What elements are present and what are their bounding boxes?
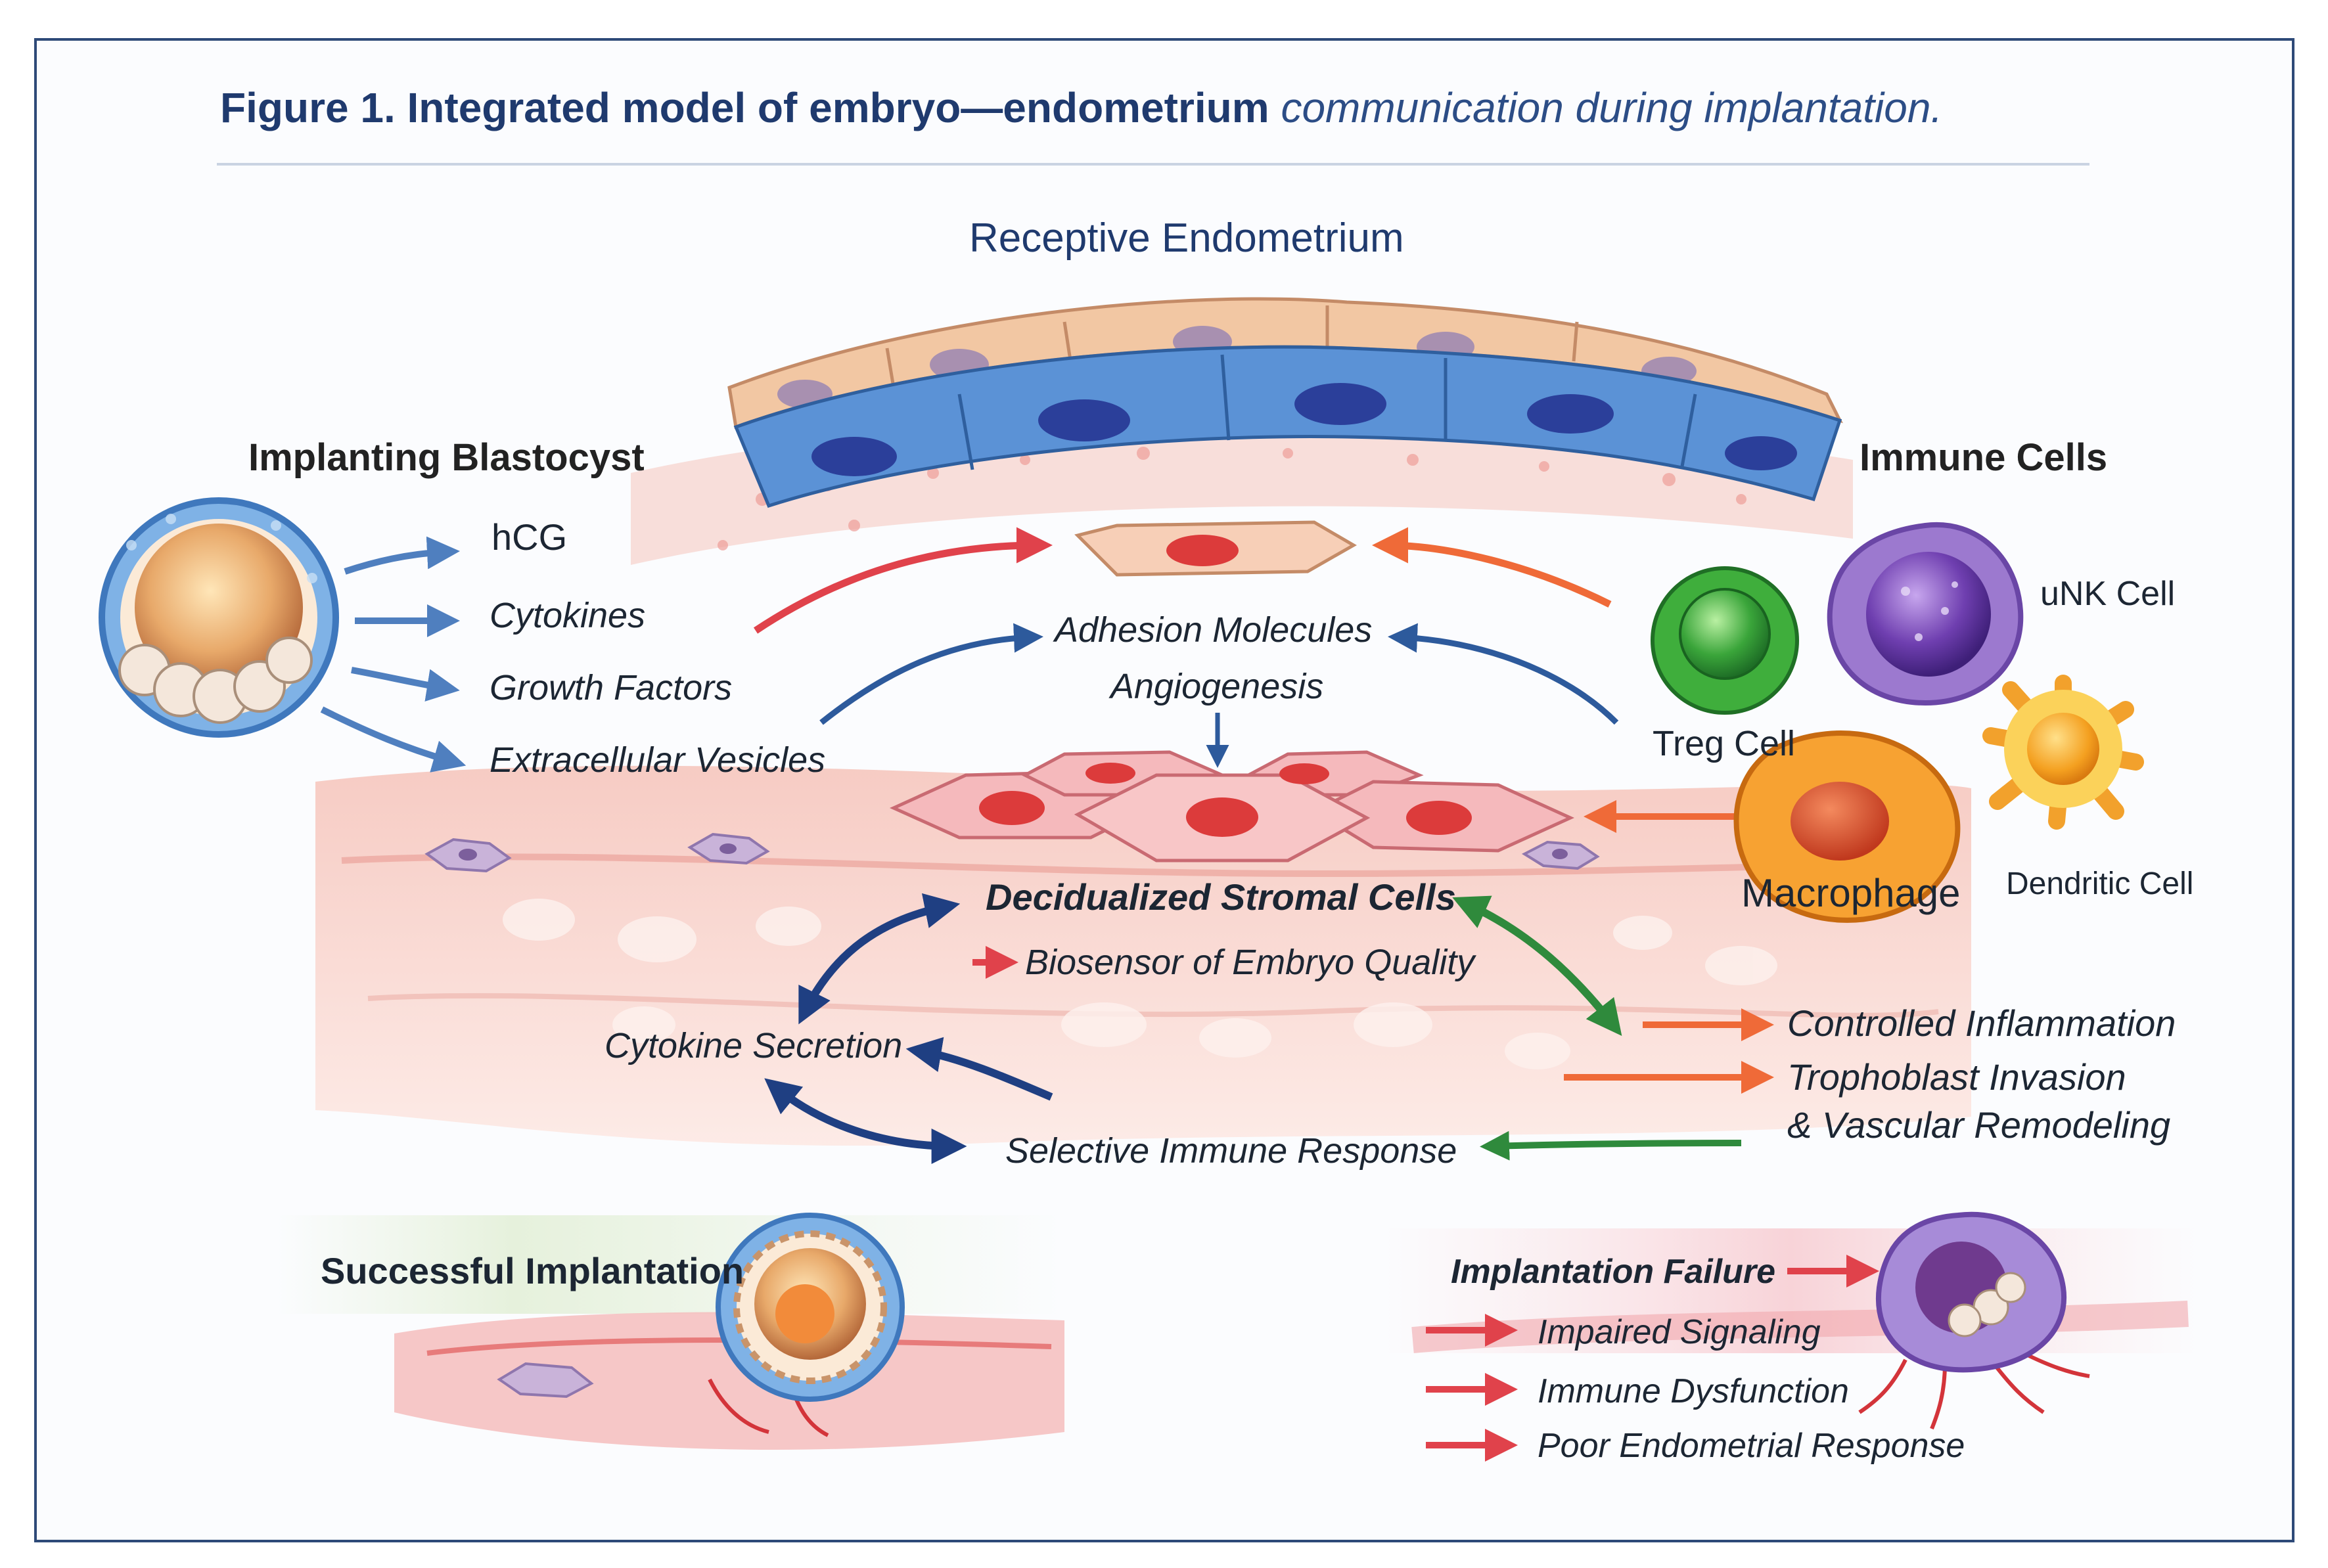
treg-cell-illustration bbox=[1651, 566, 1799, 715]
macrophage-illustration bbox=[1733, 730, 1961, 923]
signal-cytokines: Cytokines bbox=[490, 596, 646, 635]
label-decidualized-stromal-cells: Decidualized Stromal Cells bbox=[986, 876, 1456, 918]
label-cytokine-secretion: Cytokine Secretion bbox=[605, 1026, 903, 1065]
label-selective-immune-response: Selective Immune Response bbox=[1005, 1131, 1457, 1171]
label-trophoblast-invasion: Trophoblast Invasion bbox=[1787, 1056, 2126, 1098]
label-implantation-failure: Implantation Failure bbox=[1451, 1253, 1776, 1291]
header-implanting-blastocyst: Implanting Blastocyst bbox=[248, 436, 645, 479]
signal-hcg: hCG bbox=[491, 516, 568, 558]
arrow-vesicles-to-adhesion bbox=[819, 623, 1043, 725]
label-angiogenesis: Angiogenesis bbox=[1110, 667, 1324, 706]
arrow-outcomes-to-selective bbox=[1480, 1131, 1742, 1161]
unk-cell-illustration bbox=[1827, 522, 2024, 706]
label-dendritic-cell: Dendritic Cell bbox=[2006, 866, 2194, 901]
signal-growth-factors: Growth Factors bbox=[490, 668, 733, 707]
arrow-immune-to-adhesion bbox=[1372, 527, 1612, 608]
signal-arrows bbox=[320, 536, 467, 773]
signal-extracellular-vesicles: Extracellular Vesicles bbox=[490, 740, 826, 780]
decidualized-stromal-cells bbox=[889, 750, 1575, 862]
arrow-blastocyst-to-adhesion bbox=[753, 527, 1053, 634]
label-poor-endometrial-response: Poor Endometrial Response bbox=[1538, 1427, 1965, 1465]
label-successful-implantation: Successful Implantation bbox=[321, 1250, 744, 1291]
arrow-to-cytokine-secretion bbox=[905, 1037, 1053, 1101]
header-immune-cells: Immune Cells bbox=[1860, 436, 2108, 479]
label-treg-cell: Treg Cell bbox=[1653, 724, 1796, 763]
label-vascular-remodeling: & Vascular Remodeling bbox=[1787, 1104, 2171, 1146]
epithelium-blue-layer bbox=[733, 345, 1842, 508]
stromal-cell-top bbox=[1074, 520, 1357, 577]
label-macrophage: Macrophage bbox=[1741, 871, 1961, 915]
figure-title: Figure 1. Integrated model of embryo—end… bbox=[220, 87, 1942, 129]
label-unk-cell: uNK Cell bbox=[2040, 575, 2176, 613]
label-immune-dysfunction: Immune Dysfunction bbox=[1538, 1372, 1849, 1410]
label-adhesion-molecules: Adhesion Molecules bbox=[1055, 610, 1373, 650]
label-impaired-signaling: Impaired Signaling bbox=[1538, 1313, 1821, 1351]
arrow-treg-to-adhesion bbox=[1388, 623, 1619, 725]
failure-arrows bbox=[1426, 1255, 1879, 1462]
blastocyst-illustration bbox=[99, 497, 339, 738]
arrow-cytokine-selective bbox=[764, 1078, 967, 1164]
label-controlled-inflammation: Controlled Inflammation bbox=[1787, 1002, 2176, 1044]
label-biosensor: Biosensor of Embryo Quality bbox=[1025, 943, 1475, 982]
figure-title-italic: communication during implantation. bbox=[1281, 84, 1943, 131]
header-receptive-endometrium: Receptive Endometrium bbox=[969, 215, 1404, 261]
successful-implantation-illustration bbox=[276, 1213, 1064, 1450]
arrow-cytokine-decidua bbox=[798, 893, 961, 1025]
dendritic-cell-illustration bbox=[1982, 675, 2144, 830]
figure-title-bold: Figure 1. Integrated model of embryo—end… bbox=[220, 84, 1269, 131]
arrow-decidua-outcomes bbox=[1452, 895, 1622, 1036]
